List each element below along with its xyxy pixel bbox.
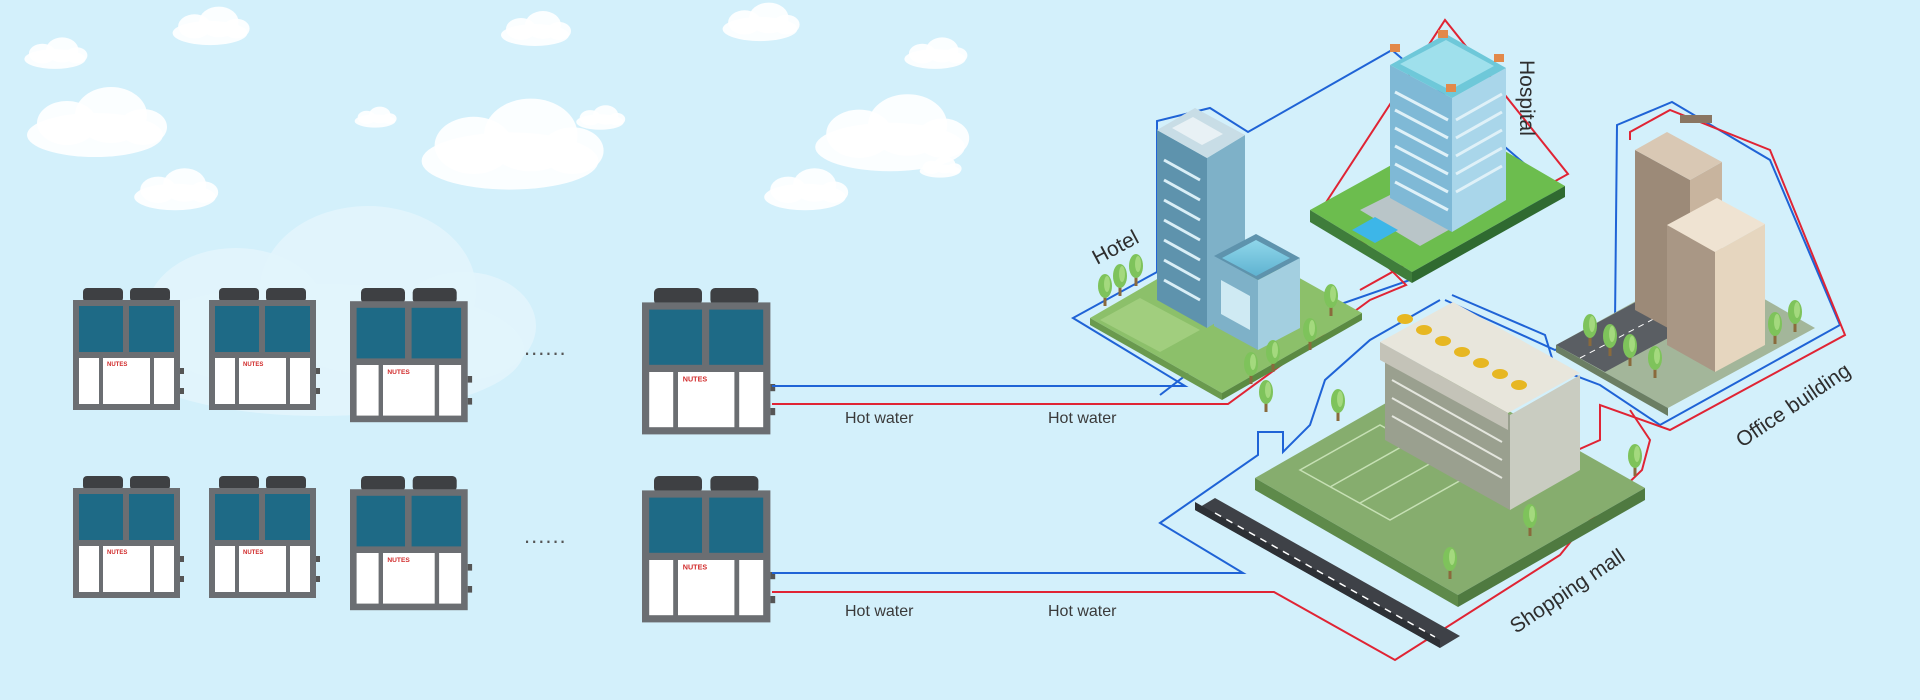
heat-pump-unit: NUTES	[350, 476, 473, 611]
hospital-building	[1310, 30, 1565, 283]
heat-pump-unit: NUTES	[209, 288, 320, 410]
unit-brand-label: NUTES	[107, 550, 127, 556]
heat-pump-unit: NUTES	[73, 476, 184, 598]
heat-pump-unit: NUTES	[642, 288, 776, 435]
hot-water-label: Hot water	[1048, 410, 1117, 427]
supply-pipe-bottom	[772, 299, 1441, 574]
heat-pump-unit: NUTES	[642, 476, 776, 623]
unit-brand-label: NUTES	[683, 563, 708, 572]
heat-pump-unit: NUTES	[350, 288, 473, 423]
shopping-mall-building	[1195, 302, 1645, 648]
hot-water-label: Hot water	[845, 603, 914, 620]
return-pipe-office	[1509, 108, 1847, 481]
flow-labels: Hot water Hot water Hot water Hot water	[845, 410, 1117, 620]
office-building	[1556, 115, 1815, 416]
unit-brand-label: NUTES	[683, 375, 708, 384]
heat-pump-unit: NUTES	[73, 288, 184, 410]
unit-brand-label: NUTES	[387, 557, 410, 564]
hospital-label: Hospital	[1515, 60, 1538, 136]
unit-brand-label: NUTES	[243, 550, 263, 556]
unit-brand-label: NUTES	[107, 362, 127, 368]
more-units-ellipsis-top: ......	[524, 335, 567, 360]
unit-brand-label: NUTES	[387, 369, 410, 376]
office-building-label: Office building	[1732, 359, 1855, 452]
heat-pump-unit: NUTES	[209, 476, 320, 598]
more-units-ellipsis-bottom: ......	[524, 523, 567, 548]
hot-water-label: Hot water	[1048, 603, 1117, 620]
hotel-building	[1090, 108, 1362, 400]
unit-brand-label: NUTES	[243, 362, 263, 368]
heat-pump-units: NUTES NUTES NUTES NUTES NUTES NUTES NUTE…	[73, 288, 776, 623]
hot-water-label: Hot water	[845, 410, 914, 427]
